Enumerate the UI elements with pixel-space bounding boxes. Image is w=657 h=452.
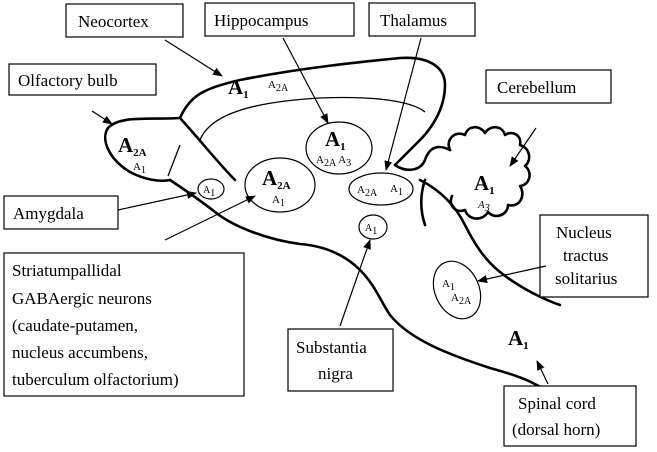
olfactory-receptors: A2A A1	[118, 133, 147, 176]
svg-text:A1: A1	[133, 161, 146, 176]
label-spinal-cord: Spinal cord (dorsal horn)	[503, 385, 637, 447]
striatum-oval: A2A A1	[244, 157, 316, 213]
spinal-receptors: A1	[508, 326, 529, 352]
svg-text:Striatumpallidal: Striatumpallidal	[12, 261, 122, 280]
svg-text:Spinal cord: Spinal cord	[518, 394, 596, 413]
svg-text:A1: A1	[390, 183, 403, 198]
svg-text:A2A: A2A	[451, 292, 472, 307]
svg-text:Nucleus: Nucleus	[556, 223, 612, 242]
amygdala-oval: A1	[197, 178, 225, 200]
neocortex-receptors: A1 A2A	[228, 75, 289, 101]
svg-text:Hippocampus: Hippocampus	[214, 11, 308, 30]
pointer-arrows	[91, 37, 549, 385]
thalamus-oval: A2A A1	[348, 172, 414, 206]
svg-text:A2A: A2A	[118, 133, 147, 159]
svg-text:A1: A1	[365, 223, 377, 237]
svg-text:tractus: tractus	[563, 246, 608, 265]
svg-text:A2A: A2A	[262, 166, 291, 192]
svg-text:A1: A1	[474, 171, 495, 197]
svg-text:nigra: nigra	[318, 364, 353, 383]
svg-text:A1: A1	[203, 185, 215, 199]
svg-text:Amygdala: Amygdala	[13, 204, 84, 223]
svg-text:solitarius: solitarius	[555, 269, 617, 288]
svg-text:GABAergic neurons: GABAergic neurons	[12, 289, 152, 308]
label-substantia-nigra: Substantia nigra	[287, 328, 394, 392]
substantia-nigra-oval: A1	[358, 214, 388, 240]
nts-oval: A1 A2A	[432, 260, 482, 320]
svg-text:tuberculum olfactorium): tuberculum olfactorium)	[12, 370, 179, 389]
label-cerebellum: Cerebellum	[485, 69, 612, 104]
svg-text:A2A: A2A	[268, 79, 289, 94]
svg-text:A1: A1	[228, 75, 249, 101]
svg-text:(dorsal horn): (dorsal horn)	[512, 420, 600, 439]
label-neocortex: Neocortex	[65, 3, 184, 38]
svg-text:A1: A1	[325, 127, 346, 153]
svg-text:A2A: A2A	[357, 184, 378, 199]
label-thalamus: Thalamus	[368, 2, 476, 37]
svg-text:Substantia: Substantia	[296, 338, 367, 357]
svg-text:nucleus accumbens,: nucleus accumbens,	[12, 343, 148, 362]
svg-text:A1: A1	[508, 326, 529, 352]
svg-text:A1: A1	[442, 278, 455, 293]
svg-text:Neocortex: Neocortex	[78, 12, 149, 31]
svg-text:Thalamus: Thalamus	[380, 11, 447, 30]
svg-text:Cerebellum: Cerebellum	[497, 78, 576, 97]
svg-text:(caudate-putamen,: (caudate-putamen,	[12, 316, 138, 335]
label-nucleus-tractus-solitarius: Nucleus tractus solitarius	[539, 214, 649, 298]
svg-text:A1: A1	[272, 194, 285, 209]
label-olfactory-bulb: Olfactory bulb	[8, 63, 157, 96]
label-amygdala: Amygdala	[3, 195, 119, 230]
svg-text:Olfactory bulb: Olfactory bulb	[18, 71, 118, 90]
cerebellum-receptors: A1 A3	[474, 171, 495, 214]
label-striatum: Striatumpallidal GABAergic neurons (caud…	[3, 252, 245, 397]
svg-text:A3: A3	[477, 199, 490, 214]
label-hippocampus: Hippocampus	[204, 2, 355, 37]
